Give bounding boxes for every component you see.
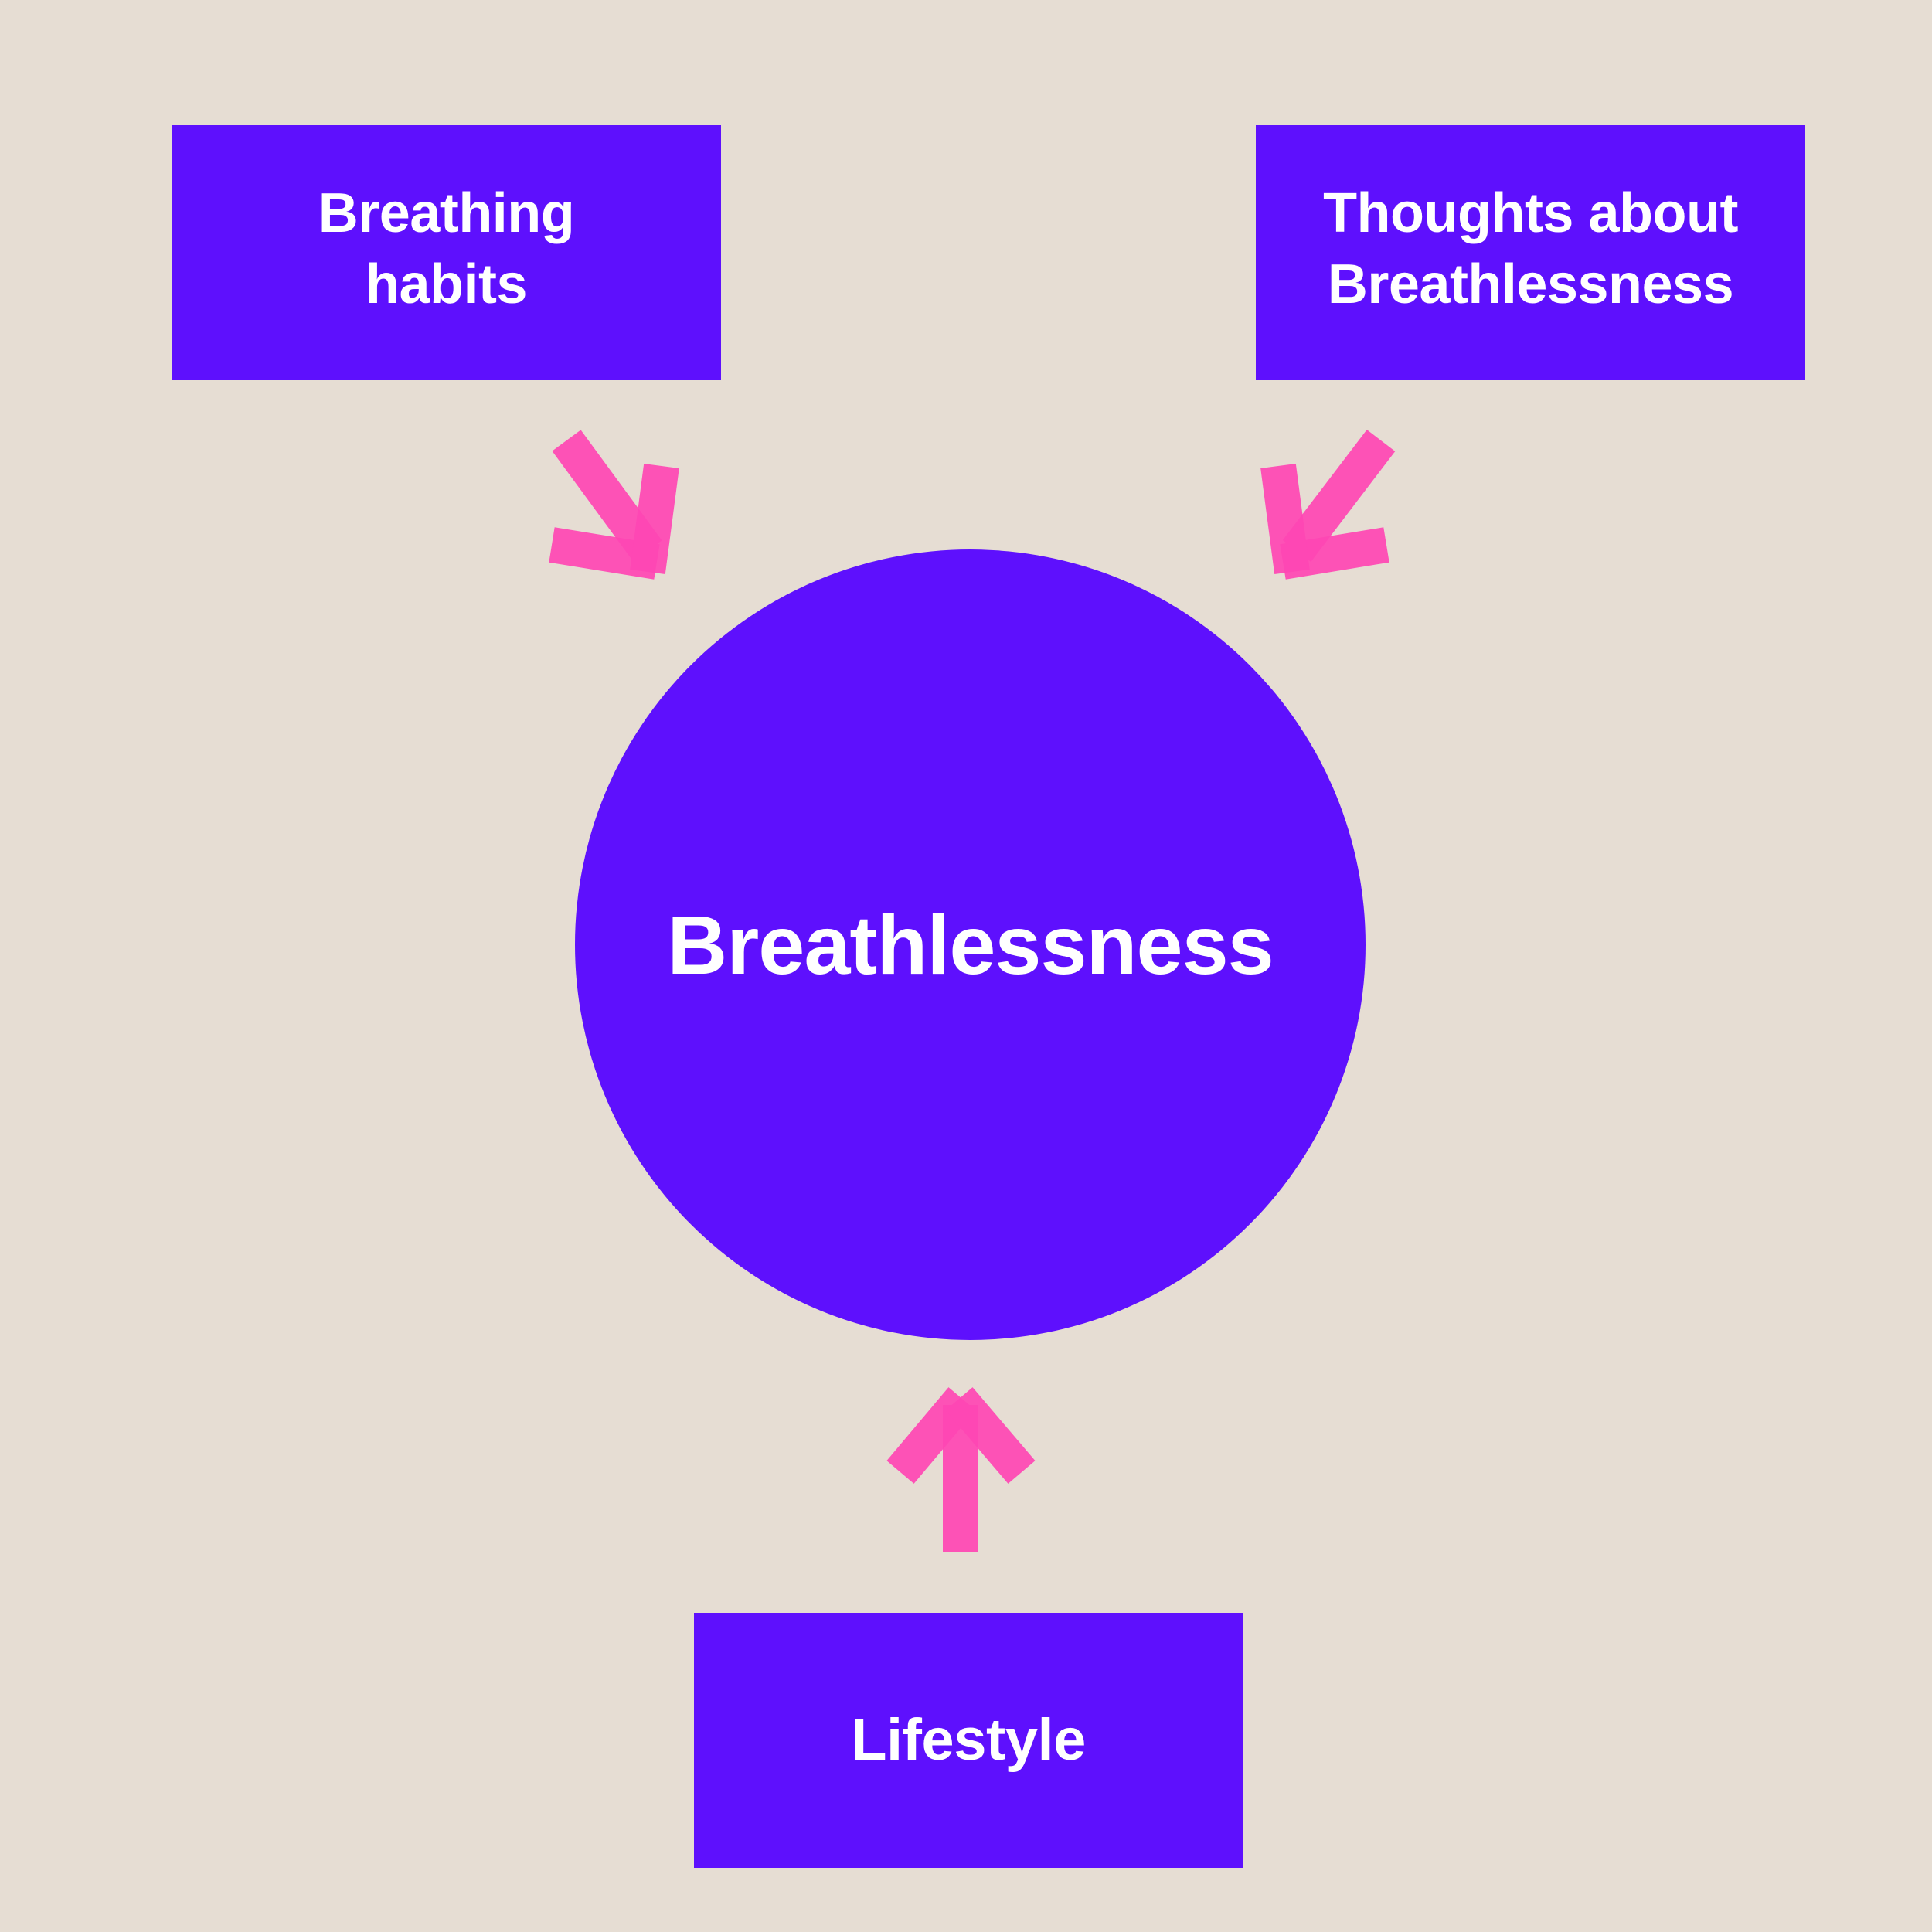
arrow-lifestyle-to-center: [886, 1387, 1036, 1552]
breathing-habits-box: Breathing habits: [172, 125, 721, 380]
breathlessness-label: Breathlessness: [667, 898, 1274, 992]
arrow-breathing-to-center: [549, 430, 679, 580]
arrow-thoughts-to-center: [1260, 430, 1396, 580]
breathing-habits-label: Breathing habits: [318, 182, 575, 316]
lifestyle-label: Lifestyle: [851, 1707, 1086, 1774]
lifestyle-box: Lifestyle: [694, 1613, 1243, 1868]
thoughts-about-breathlessness-box: Thoughts about Breathlessness: [1256, 125, 1805, 380]
breathlessness-circle: Breathlessness: [575, 549, 1366, 1340]
thoughts-about-breathlessness-label: Thoughts about Breathlessness: [1323, 182, 1738, 316]
